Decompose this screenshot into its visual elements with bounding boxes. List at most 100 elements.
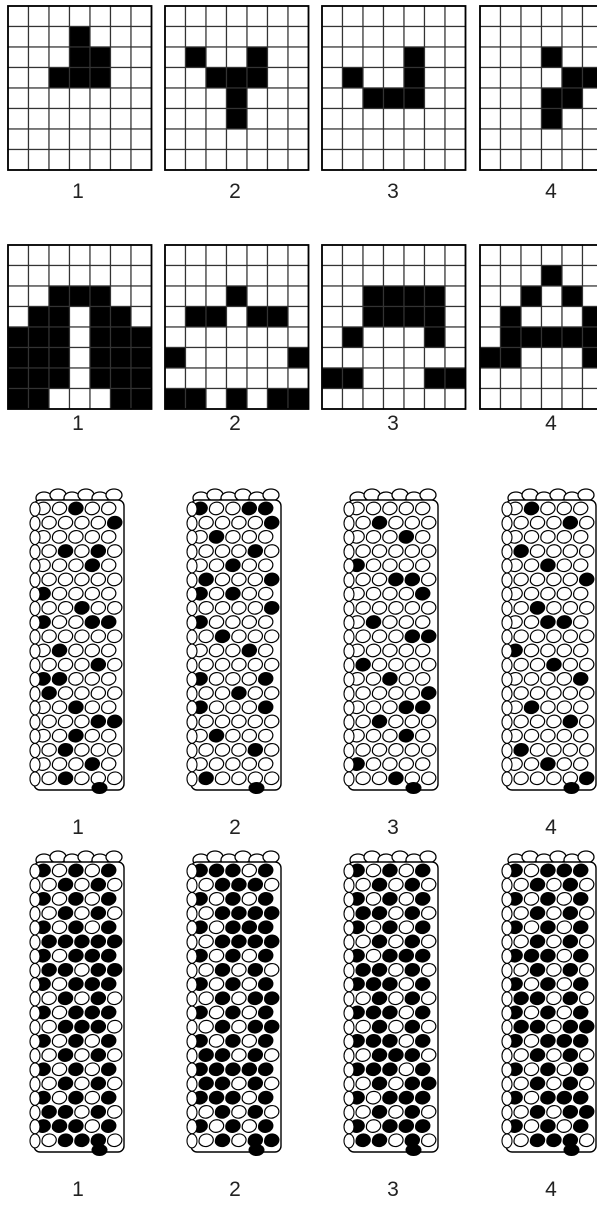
empty-cell [521, 150, 542, 171]
empty-cell [445, 6, 466, 27]
filled-cell [562, 327, 583, 348]
empty-cell [363, 327, 384, 348]
empty-cell [542, 150, 563, 171]
dark-stitch [422, 1077, 436, 1090]
light-stitch [69, 644, 83, 657]
filled-cell [227, 88, 248, 109]
empty-cell [268, 368, 289, 389]
light-stitch [91, 602, 105, 615]
light-stitch [199, 907, 213, 920]
empty-cell [425, 266, 446, 287]
filled-cell [90, 47, 111, 68]
empty-cell [29, 245, 50, 266]
side-loop [344, 602, 354, 616]
light-stitch [422, 516, 436, 529]
dark-stitch [259, 502, 273, 515]
light-stitch [574, 644, 588, 657]
light-stitch [215, 516, 229, 529]
side-loop [30, 1106, 40, 1120]
empty-cell [111, 6, 132, 27]
light-stitch [58, 715, 72, 728]
empty-cell [206, 129, 227, 150]
empty-cell [583, 368, 597, 389]
light-stitch [580, 715, 594, 728]
side-loop [344, 1106, 354, 1120]
empty-cell [343, 150, 364, 171]
light-stitch [199, 602, 213, 615]
light-stitch [85, 921, 99, 934]
empty-cell [445, 348, 466, 369]
dark-stitch [226, 1006, 240, 1019]
light-stitch [199, 992, 213, 1005]
light-stitch [422, 658, 436, 671]
light-stitch [265, 878, 279, 891]
dark-stitch [405, 992, 419, 1005]
light-stitch [226, 502, 240, 515]
dark-stitch [574, 1035, 588, 1048]
empty-cell [247, 245, 268, 266]
dark-stitch [574, 673, 588, 686]
side-loop [30, 516, 40, 530]
dark-stitch [102, 1035, 116, 1048]
light-stitch [547, 1049, 561, 1062]
light-stitch [232, 992, 246, 1005]
dark-stitch [557, 864, 571, 877]
empty-cell [70, 88, 91, 109]
light-stitch [399, 587, 413, 600]
cap-loop [578, 851, 594, 863]
light-stitch [366, 644, 380, 657]
side-loop [30, 878, 40, 892]
empty-cell [206, 266, 227, 287]
empty-cell [131, 150, 152, 171]
dark-stitch [199, 573, 213, 586]
dark-stitch [58, 878, 72, 891]
light-stitch [541, 502, 555, 515]
light-stitch [422, 1106, 436, 1119]
dark-stitch [372, 1134, 386, 1147]
light-stitch [422, 935, 436, 948]
side-loop [30, 602, 40, 616]
empty-cell [111, 68, 132, 89]
light-stitch [242, 978, 256, 991]
light-stitch [366, 587, 380, 600]
light-stitch [389, 1020, 403, 1033]
light-stitch [209, 616, 223, 629]
label-r2-4: 4 [545, 412, 557, 435]
filled-cell [111, 348, 132, 369]
dark-stitch [259, 949, 273, 962]
dark-stitch [405, 907, 419, 920]
dark-stitch [85, 949, 99, 962]
light-stitch [574, 531, 588, 544]
dark-stitch [530, 1049, 544, 1062]
light-stitch [42, 545, 56, 558]
filled-cell [49, 327, 70, 348]
light-stitch [209, 502, 223, 515]
light-stitch [52, 559, 66, 572]
empty-cell [8, 6, 29, 27]
dark-stitch [91, 992, 105, 1005]
empty-cell [322, 150, 343, 171]
light-stitch [69, 531, 83, 544]
light-stitch [69, 616, 83, 629]
empty-cell [165, 68, 186, 89]
empty-cell [206, 327, 227, 348]
empty-cell [583, 6, 597, 27]
dark-stitch [265, 907, 279, 920]
empty-cell [186, 266, 207, 287]
dark-stitch [530, 935, 544, 948]
dark-stitch [209, 729, 223, 742]
light-stitch [75, 687, 89, 700]
empty-cell [288, 150, 309, 171]
light-stitch [199, 516, 213, 529]
filled-cell [206, 68, 227, 89]
light-stitch [416, 758, 430, 771]
empty-cell [247, 327, 268, 348]
empty-cell [521, 307, 542, 328]
light-stitch [259, 644, 273, 657]
light-stitch [209, 893, 223, 906]
dark-stitch [574, 949, 588, 962]
side-loop [344, 573, 354, 587]
filled-cell [384, 286, 405, 307]
side-loop [344, 992, 354, 1006]
light-stitch [356, 744, 370, 757]
